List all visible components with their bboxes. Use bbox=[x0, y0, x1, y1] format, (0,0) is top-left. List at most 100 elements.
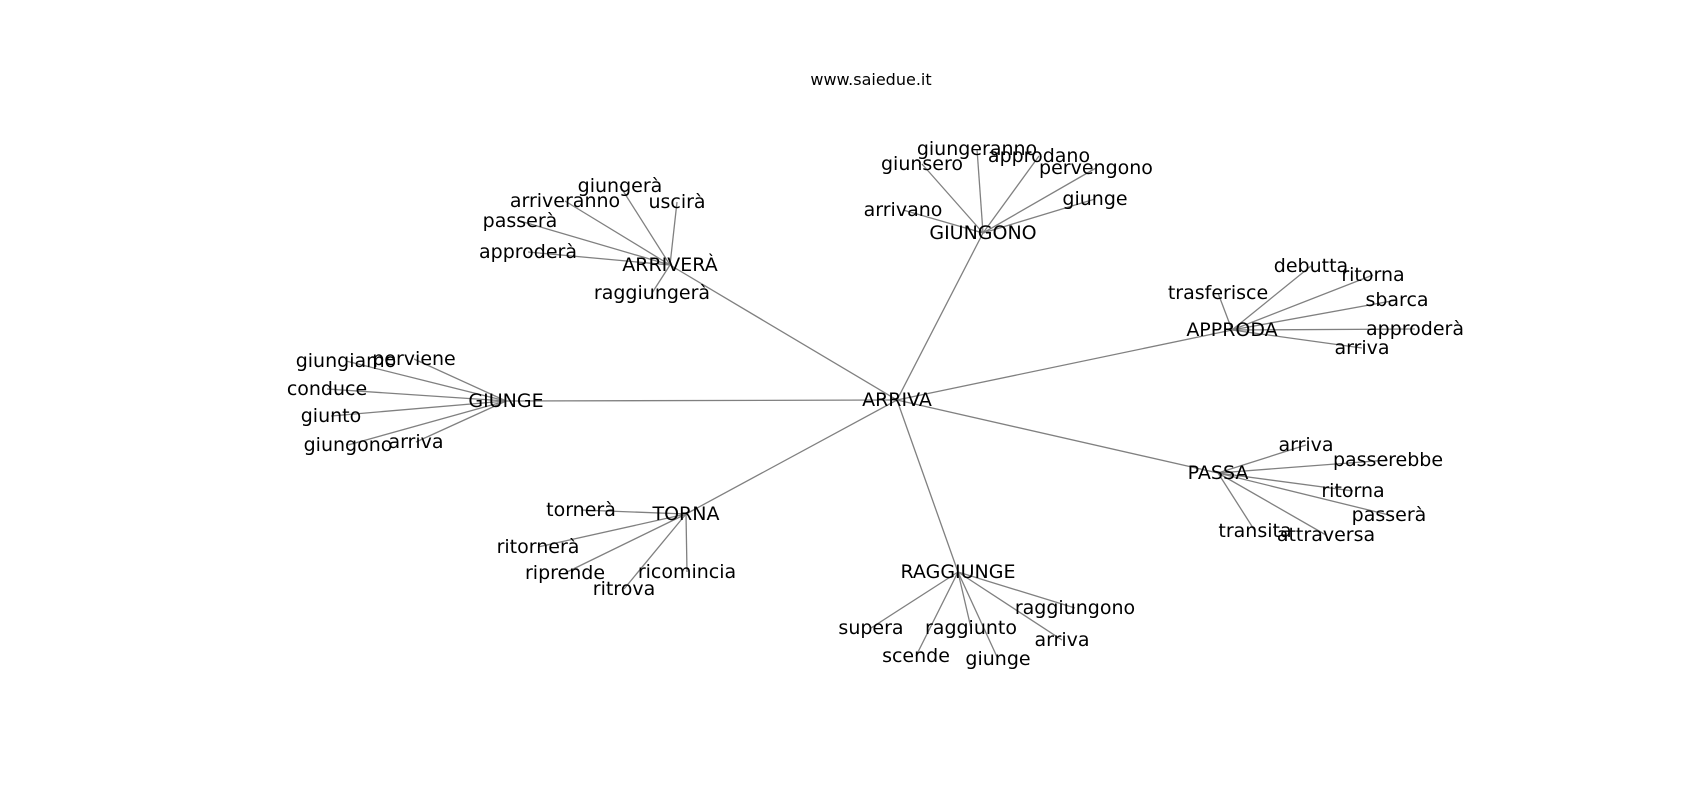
edge-hub-leaf bbox=[957, 571, 999, 660]
edge-hub-leaf bbox=[915, 571, 959, 657]
leaf-node-label: pervengono bbox=[1039, 157, 1153, 179]
edge-hub-leaf bbox=[957, 571, 1063, 641]
leaf-node-label: approderà bbox=[1366, 318, 1464, 340]
leaf-node-label: approderà bbox=[479, 241, 577, 263]
edge-hub-leaf bbox=[921, 163, 984, 234]
edge-hub-leaf bbox=[1217, 472, 1354, 492]
leaf-node-label: arriva bbox=[388, 431, 443, 453]
leaf-node-label: transita bbox=[1218, 520, 1291, 542]
leaf-node-label: uscirà bbox=[648, 191, 705, 213]
leaf-node-label: tornerà bbox=[546, 499, 616, 521]
edge-hub-leaf bbox=[1231, 274, 1374, 331]
leaf-node-label: riprende bbox=[525, 562, 605, 584]
edge-hub-leaf bbox=[1217, 292, 1233, 331]
edge-hub-leaf bbox=[345, 360, 507, 402]
leaf-node-label: scende bbox=[882, 645, 950, 667]
leaf-node-label: giunge bbox=[965, 648, 1030, 670]
edge-hub-leaf bbox=[415, 400, 507, 443]
edge-hub-leaf bbox=[580, 509, 687, 515]
leaf-node-label: passerà bbox=[1352, 504, 1427, 526]
edge-hub-leaf bbox=[651, 264, 671, 294]
root-node-label: ARRIVA bbox=[862, 389, 932, 411]
edge-root-hub bbox=[505, 399, 898, 402]
leaf-node-label: conduce bbox=[287, 378, 367, 400]
hub-node-label: GIUNGE bbox=[468, 390, 543, 412]
edge-root-hub bbox=[896, 399, 959, 573]
leaf-node-label: passerà bbox=[483, 210, 558, 232]
leaf-node-label: giunto bbox=[301, 405, 362, 427]
leaf-node-label: attraversa bbox=[1277, 524, 1375, 546]
edge-hub-leaf bbox=[669, 201, 678, 266]
leaf-node-label: giungono bbox=[304, 434, 393, 456]
leaf-node-label: ritorna bbox=[1341, 264, 1404, 286]
leaf-node-label: arrivano bbox=[864, 199, 943, 221]
leaf-node-label: raggiungerà bbox=[594, 282, 710, 304]
edge-root-hub bbox=[685, 399, 898, 515]
leaf-node-label: perviene bbox=[372, 348, 456, 370]
leaf-node-label: raggiunto bbox=[925, 617, 1017, 639]
edge-hub-leaf bbox=[413, 358, 507, 402]
leaf-node-label: arriveranno bbox=[510, 190, 620, 212]
edge-hub-leaf bbox=[1231, 328, 1416, 331]
hub-node-label: APPRODA bbox=[1186, 319, 1277, 341]
edge-hub-leaf bbox=[326, 388, 507, 402]
edge-hub-leaf bbox=[982, 167, 1097, 234]
edge-root-hub bbox=[896, 232, 984, 401]
edge-hub-leaf bbox=[957, 571, 1076, 609]
leaf-node-label: ritornerà bbox=[497, 536, 580, 558]
hub-node-label: TORNA bbox=[652, 503, 720, 525]
edge-hub-leaf bbox=[1231, 329, 1363, 349]
leaf-node-label: ritorna bbox=[1321, 480, 1384, 502]
edge-hub-leaf bbox=[685, 513, 688, 573]
edge-hub-leaf bbox=[1231, 299, 1398, 331]
edge-hub-leaf bbox=[347, 400, 507, 446]
edge-root-hub bbox=[896, 329, 1233, 401]
edge-hub-leaf bbox=[1217, 444, 1307, 474]
edge-hub-leaf bbox=[982, 155, 1040, 234]
edge-hub-leaf bbox=[527, 251, 671, 266]
edge-hub-leaf bbox=[519, 220, 671, 266]
edges-layer bbox=[326, 148, 1416, 660]
leaf-node-label: ricomincia bbox=[638, 561, 736, 583]
edge-hub-leaf bbox=[619, 185, 671, 266]
leaf-node-label: raggiungono bbox=[1015, 597, 1135, 619]
edge-hub-leaf bbox=[902, 209, 984, 234]
leaf-node-label: arriva bbox=[1034, 629, 1089, 651]
edge-hub-leaf bbox=[330, 400, 507, 417]
leaf-node-label: giungeranno bbox=[917, 138, 1037, 160]
edge-hub-leaf bbox=[537, 513, 687, 548]
hub-node-label: PASSA bbox=[1188, 462, 1249, 484]
leaf-node-label: giungerà bbox=[578, 175, 663, 197]
leaf-node-label: supera bbox=[838, 617, 903, 639]
edge-hub-leaf bbox=[982, 198, 1096, 234]
leaf-node-label: passerebbe bbox=[1333, 449, 1443, 471]
edge-hub-leaf bbox=[976, 148, 984, 234]
edge-hub-leaf bbox=[1217, 472, 1256, 532]
hub-node-label: GIUNGONO bbox=[929, 222, 1036, 244]
leaf-node-label: arriva bbox=[1278, 434, 1333, 456]
leaf-node-label: approdano bbox=[988, 145, 1090, 167]
leaf-node-label: giungiamo bbox=[296, 350, 397, 372]
edge-root-hub bbox=[669, 264, 898, 401]
leaf-node-label: giunge bbox=[1062, 188, 1127, 210]
hub-node-label: RAGGIUNGE bbox=[901, 561, 1016, 583]
leaf-node-label: giunsero bbox=[881, 153, 963, 175]
edge-hub-leaf bbox=[1217, 472, 1390, 516]
leaf-node-label: trasferisce bbox=[1168, 282, 1268, 304]
edge-hub-leaf bbox=[1217, 472, 1327, 536]
edge-hub-leaf bbox=[564, 513, 687, 574]
edge-hub-leaf bbox=[564, 200, 671, 266]
edge-hub-leaf bbox=[623, 513, 687, 590]
site-title: www.saiedue.it bbox=[810, 70, 932, 89]
edge-hub-leaf bbox=[957, 571, 972, 629]
edge-hub-leaf bbox=[1231, 265, 1312, 331]
leaf-node-label: ritrova bbox=[593, 578, 655, 600]
leaf-node-label: debutta bbox=[1274, 255, 1348, 277]
edge-hub-leaf bbox=[1217, 459, 1389, 474]
edge-hub-leaf bbox=[870, 571, 959, 629]
leaf-node-label: arriva bbox=[1334, 337, 1389, 359]
hub-node-label: ARRIVERÀ bbox=[622, 253, 717, 276]
